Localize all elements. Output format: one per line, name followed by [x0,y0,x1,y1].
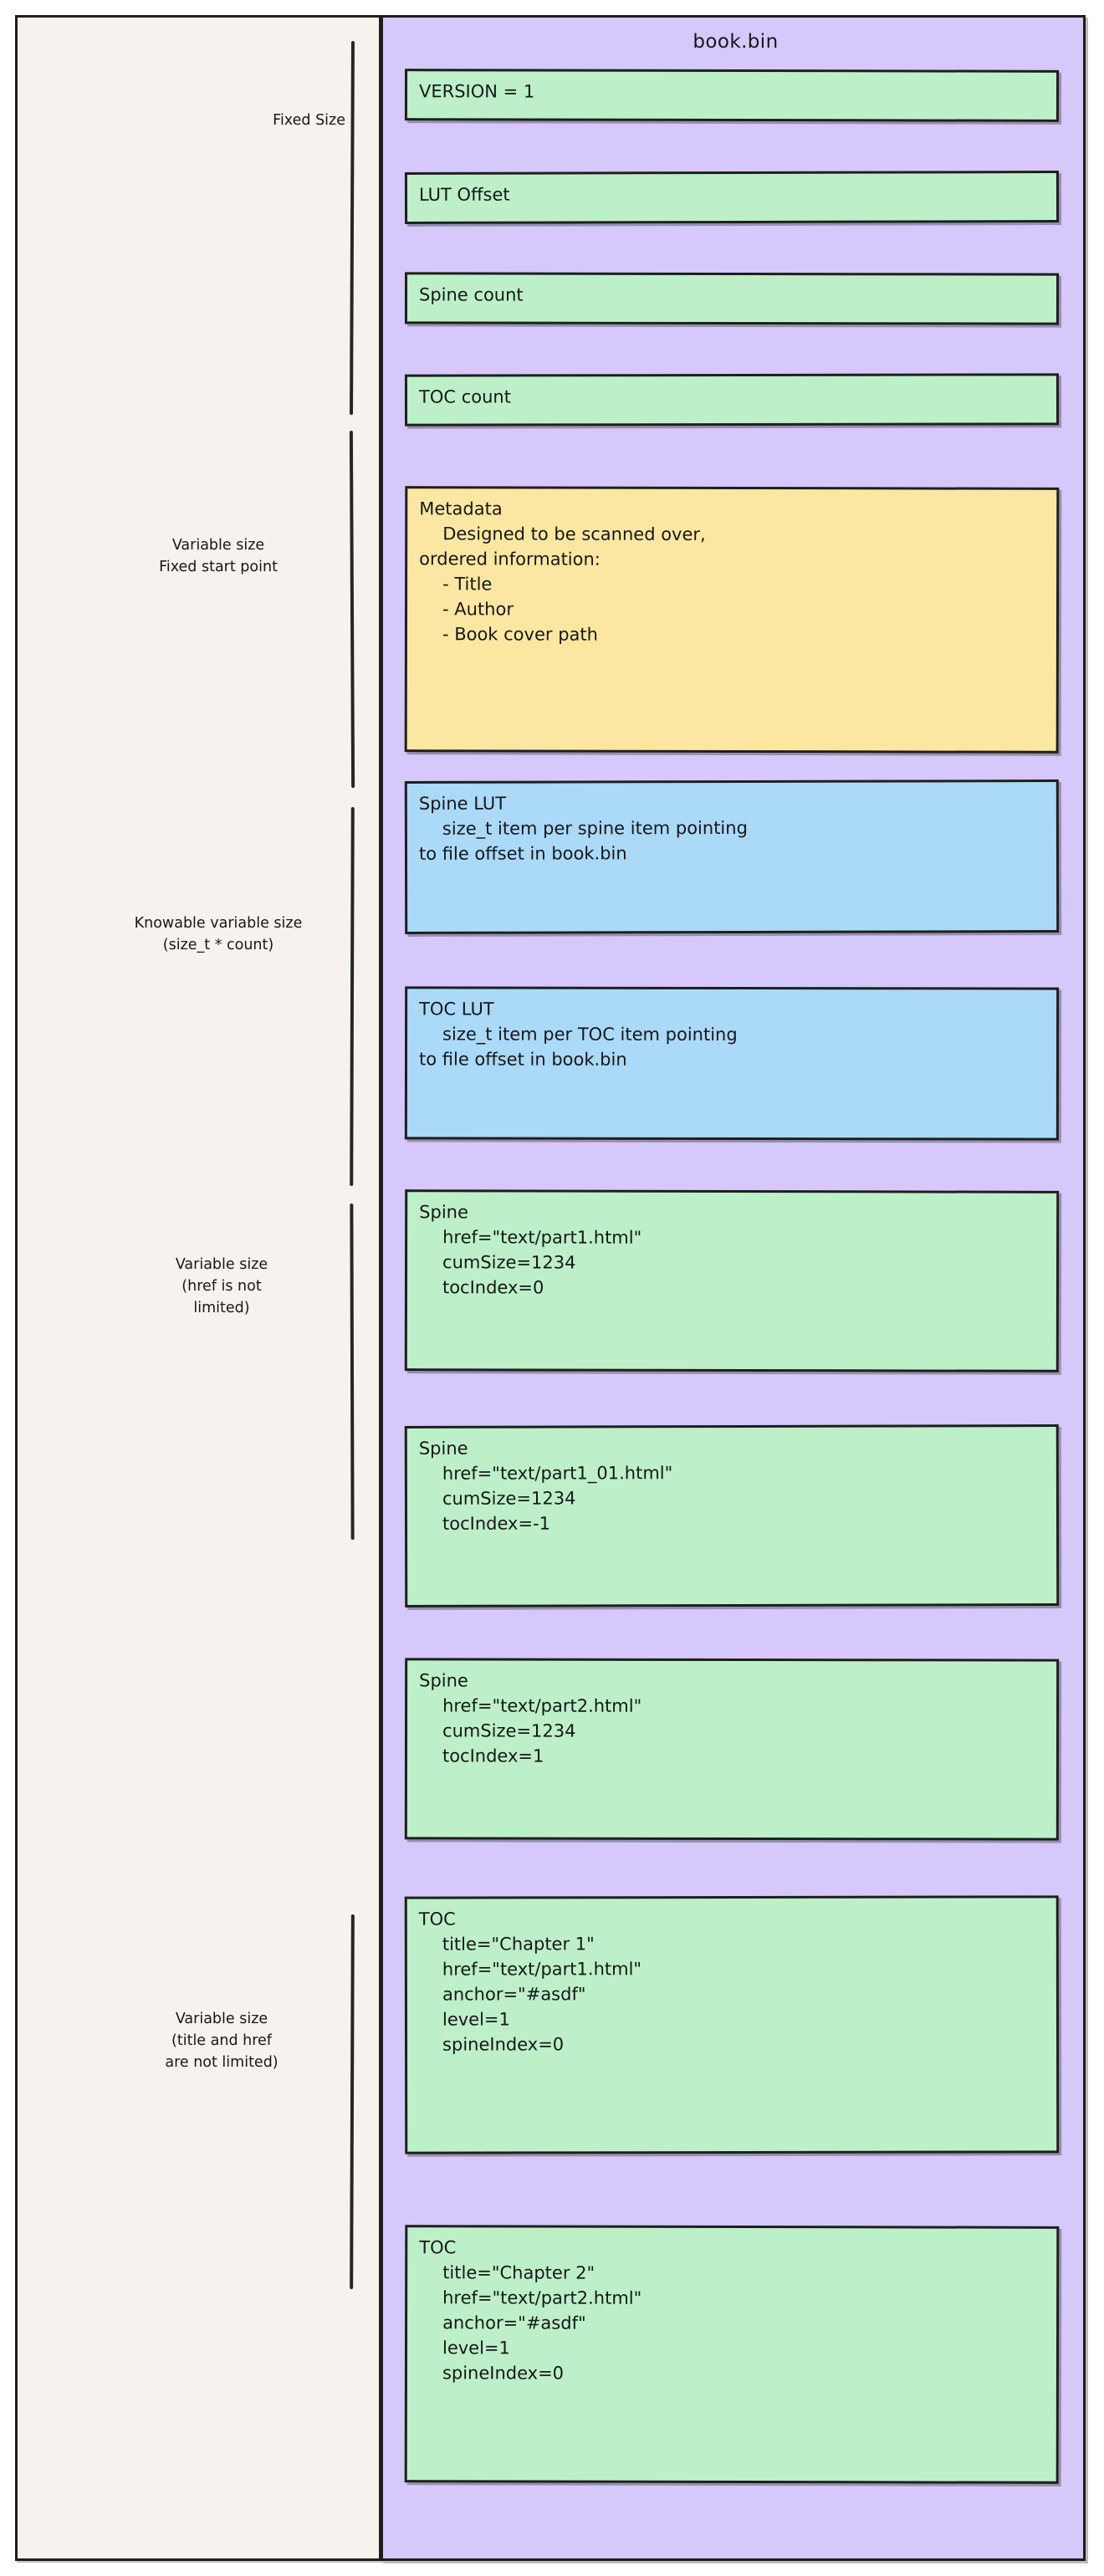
bracket-line-toc [350,1914,355,2290]
record-line: href="text/part1_01.html" [442,1463,673,1484]
record-header: TOC [418,1909,456,1929]
record-line: title="Chapter 2" [442,2262,595,2283]
section-label-fixed-size: Fixed Size [273,112,345,129]
section-label-variable-href: Variable size (href is not limited) [175,1256,268,1316]
record-line: LUT Offset [418,184,510,205]
record-line: href="text/part2.html" [442,1695,642,1716]
record-line: anchor="#asdf" [442,2313,586,2333]
record-line: level=1 [442,2338,510,2359]
diagram-canvas: Fixed Size Variable size Fixed start poi… [15,15,1086,2561]
record-version[interactable]: VERSION = 1 [404,69,1060,122]
page-title: book.bin [693,31,779,53]
section-label-variable-title-href: Variable size (title and href are not li… [165,2011,279,2071]
record-header: TOC LUT [419,999,494,1020]
record-line: size_t item per TOC item pointing [442,1024,738,1045]
record-line: to file offset in book.bin [418,1049,627,1070]
record-line: size_t item per spine item pointing [442,817,748,839]
record-metadata[interactable]: Metadata Designed to be scanned over, or… [404,486,1060,754]
record-line: cumSize=1234 [442,1488,576,1509]
record-line: spineIndex=0 [442,2363,565,2384]
record-line: href="text/part2.html" [442,2287,642,2308]
record-spine-lut[interactable]: Spine LUT size_t item per spine item poi… [404,779,1060,934]
record-line: Spine count [418,284,524,305]
record-line: tocIndex=-1 [442,1513,551,1534]
record-line: VERSION = 1 [418,81,535,102]
record-spine-count[interactable]: Spine count [404,272,1060,325]
record-line: cumSize=1234 [442,1720,576,1741]
record-header: Spine [418,1438,468,1459]
record-toc-2[interactable]: TOC title="Chapter 2" href="text/part2.h… [404,2225,1060,2484]
record-line: tocIndex=0 [442,1277,544,1298]
record-spine-2[interactable]: Spine href="text/part1_01.html" cumSize=… [404,1424,1060,1607]
bracket-line-lut [350,806,355,1187]
bracket-line-fixed-size [350,40,355,416]
record-bullet: - Author [442,599,514,620]
record-bullet: - Book cover path [442,624,598,645]
record-line: href="text/part1.html" [442,1959,642,1980]
record-header: Spine LUT [418,793,507,814]
record-spine-1[interactable]: Spine href="text/part1.html" cumSize=123… [404,1189,1060,1372]
record-toc-count[interactable]: TOC count [404,373,1060,427]
record-line: ordered information: [419,549,601,570]
section-label-knowable-variable: Knowable variable size (size_t * count) [134,915,303,953]
record-lut-offset[interactable]: LUT Offset [404,171,1060,224]
record-line: spineIndex=0 [442,2034,565,2055]
record-header: Spine [419,1670,468,1691]
record-line: href="text/part1.html" [442,1227,642,1248]
bracket-line-metadata [349,430,355,789]
record-header: Spine [419,1202,468,1223]
record-line: cumSize=1234 [442,1252,576,1273]
record-line: to file offset in book.bin [418,843,627,864]
record-line: anchor="#asdf" [442,1984,586,2005]
record-header: Metadata [419,498,503,519]
record-spine-3[interactable]: Spine href="text/part2.html" cumSize=123… [404,1658,1060,1841]
record-header: TOC [419,2237,457,2258]
record-bullet: - Title [442,574,493,595]
record-toc-lut[interactable]: TOC LUT size_t item per TOC item pointin… [404,986,1060,1141]
record-line: tocIndex=1 [442,1745,544,1766]
left-annotation-panel: Fixed Size Variable size Fixed start poi… [15,15,381,2561]
book-bin-container: book.bin VERSION = 1 LUT Offset Spine co… [381,15,1086,2561]
record-line: level=1 [442,2009,510,2030]
section-label-variable-fixed-start: Variable size Fixed start point [159,537,278,575]
bracket-line-spine [350,1203,355,1541]
record-toc-1[interactable]: TOC title="Chapter 1" href="text/part1.h… [404,1895,1060,2154]
record-line: title="Chapter 1" [442,1934,595,1955]
record-line: Designed to be scanned over, [442,524,706,544]
record-line: TOC count [418,386,511,407]
